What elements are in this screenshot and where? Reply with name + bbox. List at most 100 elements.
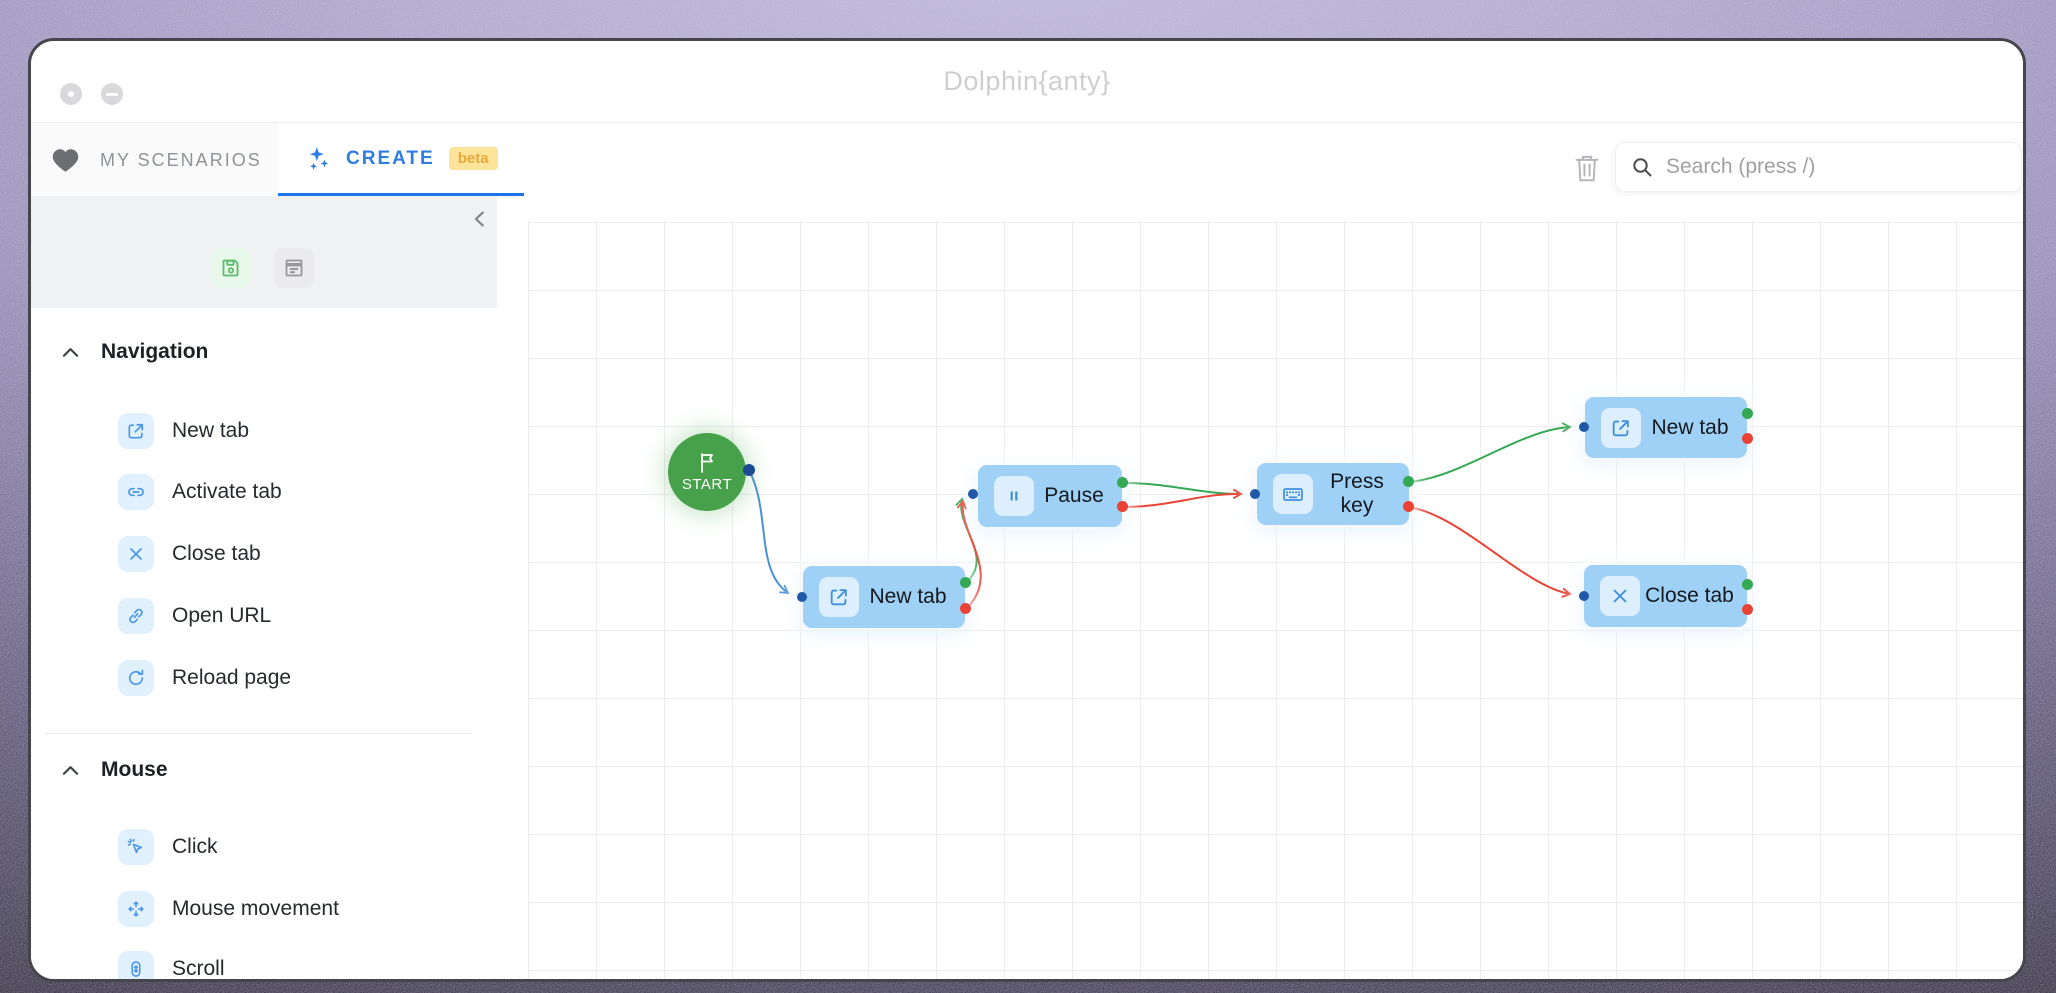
click-icon [118,829,154,865]
section-title: Navigation [101,340,209,363]
save-icon [222,259,239,277]
script-view-button[interactable] [274,248,314,288]
node-new-tab-2-success-port[interactable] [1742,408,1753,419]
search-icon [1633,158,1652,177]
open-url-icon [118,598,154,634]
sidebar-item-scroll[interactable]: Scroll [118,951,225,980]
node-new-tab-2[interactable]: New tab [1585,397,1747,458]
chevron-up-icon [62,346,79,358]
node-new-tab-1-error-port[interactable] [960,603,971,614]
start-node-label: START [681,476,733,493]
sidebar-item-click[interactable]: Click [118,829,218,865]
section-divider [45,733,471,734]
sidebar-item-label: Open URL [172,604,272,627]
node-label: Press key [1330,470,1384,517]
new-tab-icon [1601,407,1641,448]
node-label: New tab [869,585,947,608]
search-box [1615,142,2022,192]
sidebar-item-label: Mouse movement [172,897,339,920]
start-output-port[interactable] [743,464,755,476]
node-close-tab-error-port[interactable] [1742,604,1753,615]
sidebar-item-new-tab[interactable]: New tab [118,413,249,449]
sidebar-item-reload-page[interactable]: Reload page [118,660,291,696]
sidebar-item-label: Click [172,835,218,858]
node-new-tab-2-input-port[interactable] [1579,422,1589,432]
section-navigation[interactable]: Navigation [62,334,208,370]
chevron-left-icon [474,211,484,227]
node-close-tab-success-port[interactable] [1742,579,1753,590]
app-window: Dolphin{anty} MY SCENARIOS CREATE beta [28,38,2026,982]
node-label: Pause [1044,484,1104,507]
canvas-grid [528,222,2023,979]
node-close-tab[interactable]: Close tab [1584,565,1747,627]
node-press-key-error-port[interactable] [1403,501,1414,512]
tab-create-label: CREATE [346,147,435,169]
form-icon [285,259,303,277]
keyboard-icon [1273,474,1313,514]
flow-edges [748,422,1572,610]
scroll-icon [118,951,154,979]
edge-pause-success-to-presskey [1122,482,1243,499]
edge-start-to-newtab1 [748,469,790,595]
node-new-tab-2-error-port[interactable] [1742,433,1753,444]
sidebar-item-close-tab[interactable]: Close tab [118,536,261,572]
sidebar-item-label: Close tab [172,542,261,565]
trash-icon[interactable] [1573,151,1601,185]
beta-badge: beta [448,147,498,170]
node-press-key[interactable]: Press key [1257,463,1409,525]
sidebar-item-label: Reload page [172,666,292,689]
window-back-button[interactable] [60,83,82,105]
tab-create[interactable]: CREATE beta [278,124,524,196]
chevron-up-icon [62,764,79,776]
pause-icon [994,476,1034,516]
node-press-key-input-port[interactable] [1250,489,1260,499]
reload-icon [118,660,154,696]
close-tab-icon [118,536,154,572]
save-scenario-button[interactable] [211,248,251,288]
sidebar-item-open-url[interactable]: Open URL [118,598,271,634]
section-mouse[interactable]: Mouse [62,752,168,788]
start-node[interactable]: START [668,433,746,511]
window-minimize-button[interactable] [101,83,123,105]
title-bar: Dolphin{anty} [31,41,2023,123]
sidebar-item-mouse-movement[interactable]: Mouse movement [118,891,339,927]
back-dot-icon [68,91,74,97]
node-label: Close tab [1645,584,1734,607]
sidebar-item-label: Scroll [172,957,225,980]
edge-pause-error-to-presskey [1122,488,1243,508]
node-press-key-success-port[interactable] [1403,476,1414,487]
sidebar-item-label: Activate tab [172,480,282,503]
flow-canvas[interactable]: START New tab Pause Press key [497,196,2023,979]
edge-presskey-error-to-closetab [1408,506,1572,598]
sidebar-item-activate-tab[interactable]: Activate tab [118,474,282,510]
node-new-tab-1[interactable]: New tab [803,566,965,628]
edge-newtab1-error-to-pause [957,499,982,610]
collapse-sidebar-button[interactable] [467,204,493,234]
sparkles-icon [309,146,329,170]
node-pause-error-port[interactable] [1117,501,1128,512]
node-pause[interactable]: Pause [978,465,1122,527]
tab-my-scenarios[interactable]: MY SCENARIOS [31,124,278,196]
tab-my-scenarios-label: MY SCENARIOS [100,149,262,170]
close-tab-icon [1600,576,1640,616]
node-new-tab-1-success-port[interactable] [960,577,971,588]
minimize-icon [106,92,118,96]
heart-icon [52,148,79,172]
edge-presskey-success-to-newtab2 [1408,422,1572,483]
actions-sidebar: Navigation New tab Activate tab Close ta… [31,196,497,979]
new-tab-icon [819,577,859,617]
node-new-tab-1-input-port[interactable] [797,592,807,602]
node-pause-success-port[interactable] [1117,477,1128,488]
node-label: New tab [1651,415,1729,439]
new-tab-icon [118,413,154,449]
section-title: Mouse [101,758,168,781]
mouse-move-icon [118,891,154,927]
window-title: Dolphin{anty} [943,66,1111,96]
activate-tab-icon [118,474,154,510]
search-input[interactable] [1666,155,2007,179]
node-close-tab-input-port[interactable] [1579,591,1589,601]
flag-icon [701,453,713,473]
sidebar-item-label: New tab [172,419,250,442]
node-pause-input-port[interactable] [968,489,978,499]
